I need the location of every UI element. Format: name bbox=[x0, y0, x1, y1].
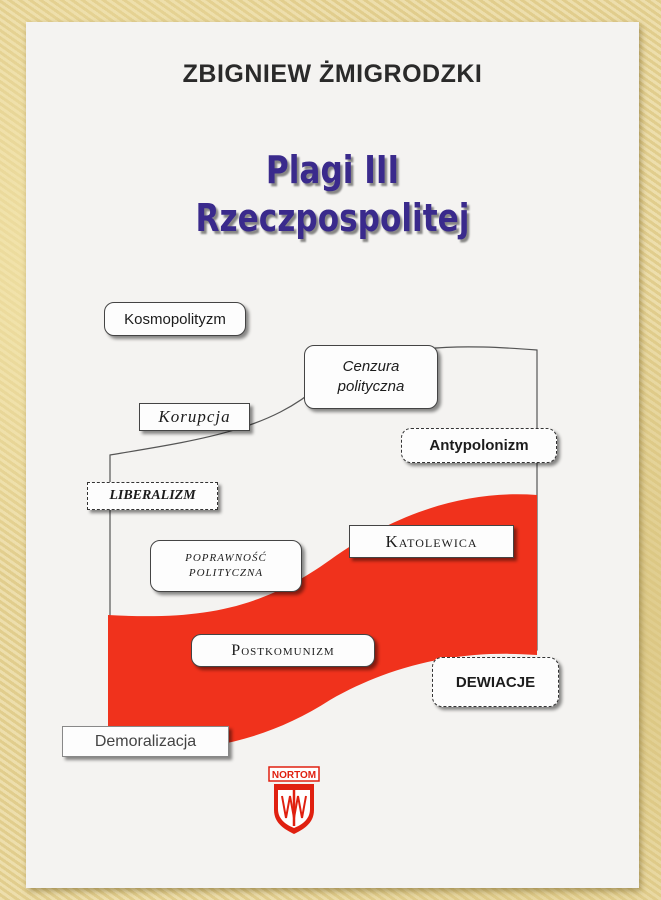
book-title-line1: Plagi III bbox=[265, 148, 400, 192]
label-demoralizacja: Demoralizacja bbox=[62, 726, 229, 757]
label-liberalizm: LIBERALIZM bbox=[87, 482, 218, 510]
label-kosmopolityzm: Kosmopolityzm bbox=[104, 302, 246, 336]
label-korupcja: Korupcja bbox=[139, 403, 250, 431]
label-katolewica: Katolewica bbox=[349, 525, 514, 558]
label-cenzura: Cenzura polityczna bbox=[304, 345, 438, 409]
publisher-logo-text: NORTOM bbox=[272, 770, 316, 781]
publisher-logo: NORTOM bbox=[268, 766, 320, 834]
label-poprawnosc: POPRAWNOŚĆ POLITYCZNA bbox=[150, 540, 302, 592]
label-antypolonizm: Antypolonizm bbox=[401, 428, 557, 463]
author-name: ZBIGNIEW ŻMIGRODZKI bbox=[182, 60, 483, 88]
book-title-line2: Rzeczpospolitej bbox=[195, 196, 470, 240]
label-dewiacje: DEWIACJE bbox=[432, 657, 559, 707]
label-postkomunizm: Postkomunizm bbox=[191, 634, 375, 667]
